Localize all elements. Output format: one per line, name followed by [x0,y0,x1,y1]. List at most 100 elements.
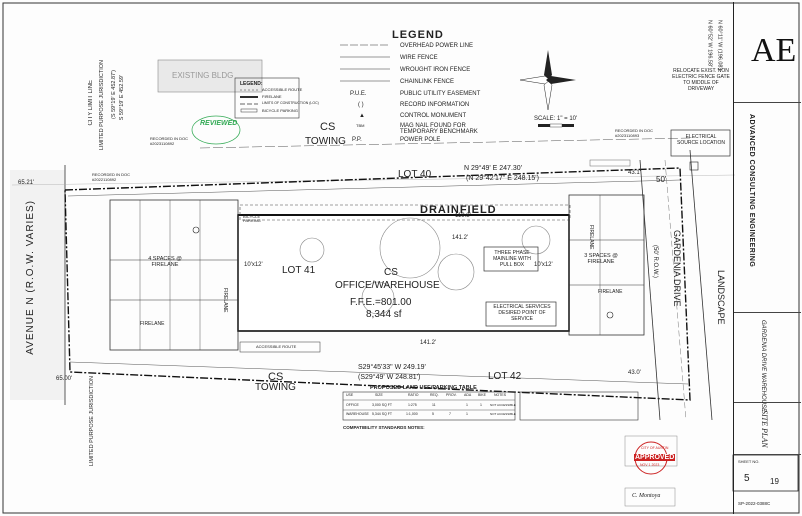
limited-purpose-top: LIMITED PURPOSE JURISDICTION [99,60,105,151]
dimension-43-0: 43.0' [628,370,641,376]
bicycle-parking-label: BICYCLE PARKING [243,214,261,223]
dimension-50: 50' [656,175,667,184]
land-use-header-ratio: RATIO [408,393,419,397]
land-use-header-ada: ADA [464,393,472,397]
building-area: 8,344 sf [366,309,402,320]
three-phase-note: THREE PHASE MAINLINE WITH PULL BOX [493,250,531,268]
legend-item-power-pole: POWER POLE [400,137,441,143]
land-use-header-prov: PROV. [446,393,457,397]
drainfield-label: DRAINFIELD [420,204,497,216]
towing-top: TOWING [305,136,346,147]
legend-item-wire-fence: WIRE FENCE [400,55,438,61]
dimension-10x12-right: 10'x12' [534,262,553,268]
stamp-city: CITY OF AUSTIN [641,446,669,450]
cs-zone-top: CS [320,121,336,133]
reviewer-signature: C. Montoya [632,493,661,499]
dimension-119: 119.8' [455,213,471,219]
land-use-row1-use: OFFICE [346,403,359,407]
firm-name: ADVANCED CONSULTING ENGINEERING [748,114,755,268]
land-use-row1-notes: NOT ACCESSIBLE [490,403,516,407]
legend-symbol-control: ▲ [359,113,365,119]
land-use-row2-ratio: 1:1,000 [406,412,418,416]
land-use-row1-ada: 1 [466,403,468,407]
recorded-doc-2: RECORDED IN DOC #2022110892 [92,172,131,182]
legend-symbol-pp: P.P. [352,137,362,143]
bearing-right-1: N 60°52' W 196.58' [706,20,713,68]
reviewed-stamp: REVIEWED [200,120,238,127]
legend-item-control: CONTROL MONUMENT [400,113,467,119]
recorded-doc-1: RECORDED IN DOC #2023110892 [150,136,189,146]
city-limit-label: CITY LIMIT LINE [88,80,94,126]
land-use-table-title: PROPOSED LAND USE/PARKING TABLE [370,385,477,391]
bearing-bottom-2: (S29°49' W 248.81') [358,374,421,381]
existing-building-label: EXISTING BLDG [172,71,234,80]
legend-symbol-pue: P.U.E. [350,91,367,97]
dimension-141-bottom: 141.2' [420,340,437,346]
bearing-right-2: N 60°11' W (196.08') [716,20,723,71]
lot-42-label: LOT 42 [488,371,522,382]
firm-area: ADVANCED CONSULTING ENGINEERING [734,102,801,313]
bearing-top-2: (N 29°42'17" E 248.15') [466,175,539,182]
gardenia-drive-label: GARDENIA DRIVE [672,230,682,307]
bearing-left-1: (S 59°19' E 452.87') [111,70,117,119]
legend-item-record: RECORD INFORMATION [400,102,470,108]
legend-symbol-record: ( ) [358,102,364,108]
legend-item-pue: PUBLIC UTILITY EASEMENT [400,91,481,97]
right-parking-spaces: 3 SPACES @ FIRELANE [584,253,618,265]
land-use-header-bike: BIKE [478,393,486,397]
avenue-n-label: AVENUE N (R.O.W. VARIES) [25,200,36,355]
sheet-title: SITE PLAN [760,410,769,448]
permit-number: SP-2022-0388C [738,501,771,506]
scale-label: SCALE: 1" = 10' [534,116,578,122]
land-use-row2-notes: NOT ACCESSIBLE [490,412,516,416]
legend-item-overhead-power: OVERHEAD POWER LINE [400,43,474,49]
left-dimension-65-21: 65.21' [18,180,35,186]
sheet-no-label: SHEET NO. [738,459,760,464]
compat-notes-title: COMPATIBILITY STANDARDS NOTES: [343,425,425,430]
dimension-141-top: 141.2' [452,235,469,241]
limited-purpose-bottom: LIMITED PURPOSE JURISDICTION [89,376,95,467]
project-area: GARDENIA DRIVE WAREHOUSE [734,312,801,412]
land-use-header-size: SIZE [375,393,383,397]
landscape-label: LANDSCAPE [716,270,726,325]
small-legend-bike: BICYCLE PARKING [262,108,298,113]
building-use: OFFICE/WAREHOUSE [335,280,440,291]
lot-40-label: LOT 40 [398,169,432,180]
land-use-row1-req: 11 [432,403,436,407]
sheet-of: 19 [770,477,779,486]
firelane-label-1: FIRELANE [140,321,165,327]
sheet-title-area: SITE PLAN [734,402,801,455]
land-use-row2-req: 5 [432,412,434,416]
bearing-top-1: N 29°49' E 247.30' [464,165,523,172]
stamp-status: APPROVED [634,454,676,461]
legend-item-chainlink-fence: CHAINLINK FENCE [400,79,455,85]
small-legend-loc: LIMITS OF CONSTRUCTION (LOC) [262,101,319,105]
legend-item-tbm: MAG NAIL FOUND FOR TEMPORARY BENCHMARK [400,123,478,135]
stamp-date: NOV 1 2023 [640,463,660,467]
logo-area: AE [734,2,801,103]
left-dimension-65-00: 65.00' [56,376,73,382]
land-use-row1-bike: 1 [480,403,482,407]
dimension-43-1: 43.1' [628,170,641,176]
firelane-label-3: FIRELANE [222,288,228,313]
land-use-row2-prov: 7 [449,412,451,416]
small-legend-title: LEGEND: [240,81,263,87]
electrical-source-note: ELECTRICAL SOURCE LOCATION [677,134,725,146]
land-use-row1-size: 3,000 SQ FT [372,403,393,407]
project-name: GARDENIA DRIVE WAREHOUSE [760,320,766,413]
lot-41-label: LOT 41 [282,265,316,276]
accessible-route-label: ACCESSIBLE ROUTE [256,344,297,349]
towing-bottom: TOWING [255,382,296,393]
small-legend-accessible: ACCESSIBLE ROUTE [262,87,303,92]
land-use-header-notes: NOTES [494,393,507,397]
land-use-header-req: REQ. [430,393,439,397]
land-use-header-use: USE [346,393,354,397]
finished-floor-elevation: F.F.E.=801.00 [350,297,412,308]
bearing-left-2: S 59°19' E 452.59' [119,75,125,121]
bearing-bottom-1: S29°45'33" W 249.19' [358,364,426,371]
legend-item-wrought-iron-fence: WROUGHT IRON FENCE [400,67,471,73]
land-use-row2-ada: 1 [466,412,468,416]
left-parking-spaces: 4 SPACES @ FIRELANE [148,256,182,268]
